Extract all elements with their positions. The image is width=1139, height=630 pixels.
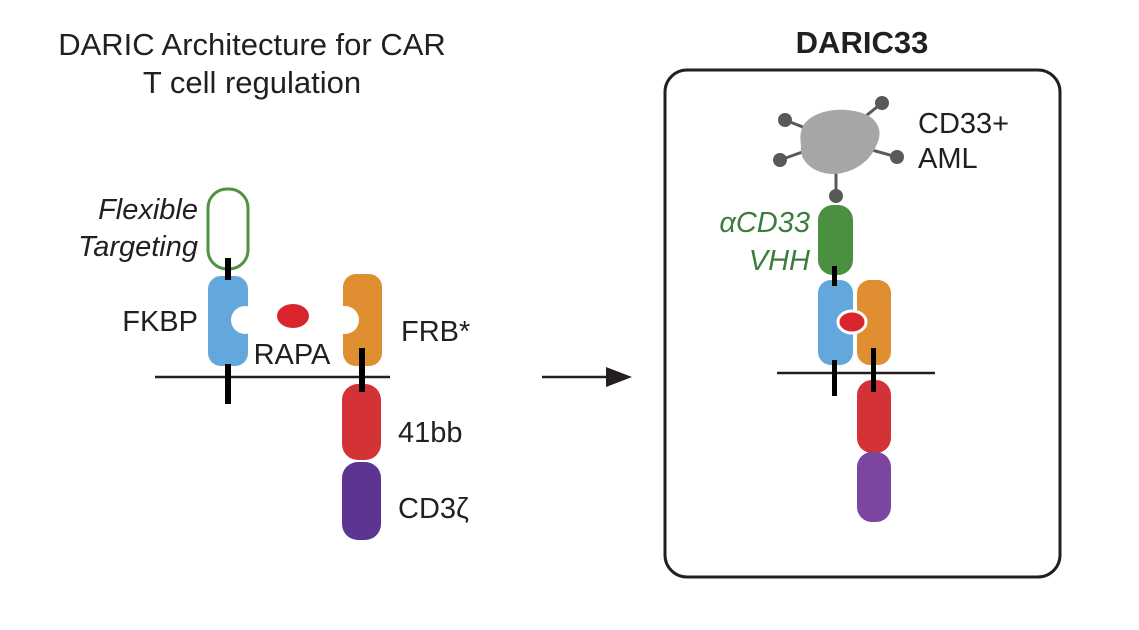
label-fkbp: FKBP [122, 306, 198, 338]
cd33-aml-cell [773, 96, 904, 203]
left-panel: DARIC Architecture for CAR T cell regula… [58, 27, 470, 540]
41bb-domain [342, 384, 381, 460]
cd3z-domain-right [857, 452, 891, 522]
fkbp-domain [208, 276, 248, 366]
label-rapa: RAPA [254, 339, 331, 371]
label-cd33-line1: CD33+ [918, 108, 1009, 140]
right-panel: DARIC33 [663, 25, 1062, 579]
label-vhh-line1: αCD33 [719, 207, 810, 239]
right-title: DARIC33 [796, 25, 929, 60]
frb-domain-right [857, 280, 891, 365]
frb-transmembrane [359, 348, 365, 392]
frb-binding-pocket [331, 306, 359, 334]
left-title-line2: T cell regulation [143, 65, 361, 100]
transition-arrow [542, 367, 632, 387]
frb-domain [343, 274, 382, 366]
fkbp-transmembrane-right [832, 360, 837, 396]
flexible-targeting-domain [206, 187, 250, 271]
daric33-box [663, 68, 1062, 579]
label-cd3z: CD3ζ [398, 493, 469, 525]
targeting-linker [225, 258, 231, 280]
fkbp-transmembrane [225, 364, 231, 404]
fkbp-domain-right [818, 280, 853, 365]
rapa-bound [836, 309, 868, 335]
rapa-molecule [277, 304, 309, 328]
vhh-linker [832, 266, 837, 286]
cd3z-domain [342, 462, 381, 540]
left-title-line1: DARIC Architecture for CAR [58, 27, 446, 62]
fkbp-binding-pocket [231, 306, 259, 334]
label-vhh-line2: VHH [749, 245, 810, 277]
label-cd33-line2: AML [918, 143, 978, 175]
label-flexible: Flexible [98, 194, 198, 226]
label-targeting: Targeting [78, 231, 198, 263]
label-41bb: 41bb [398, 417, 463, 449]
label-frb: FRB* [401, 316, 470, 348]
41bb-domain-right [857, 380, 891, 453]
frb-transmembrane-right [871, 348, 876, 392]
acd33-vhh-domain [818, 205, 853, 275]
